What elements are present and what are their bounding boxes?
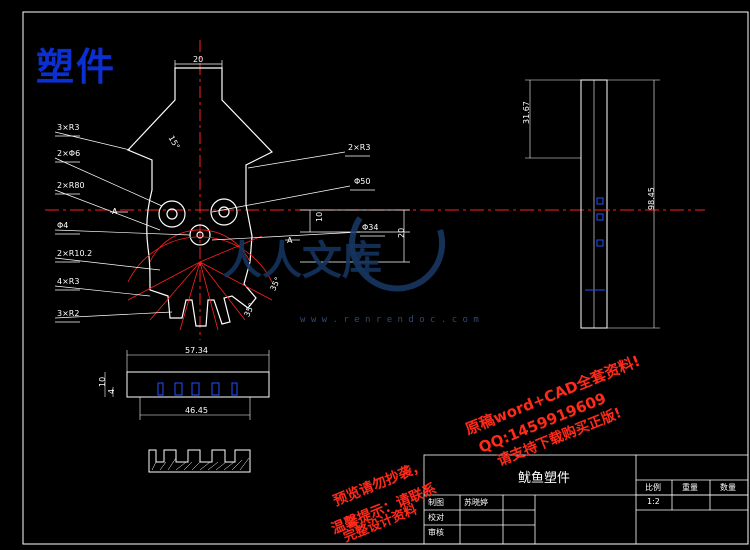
drawing-title: 塑件	[36, 44, 117, 89]
dim-width-57: 57.34	[185, 346, 208, 355]
callout-2xr80: 2×R80	[57, 181, 85, 190]
renrendoc-logo	[349, 216, 445, 292]
callout-d34: Φ34	[362, 223, 378, 232]
title-block-lines	[423, 454, 749, 545]
callout-4xr3: 4×R3	[57, 277, 79, 286]
reviewed-label: 审核	[428, 528, 444, 537]
dim-width-46: 46.45	[185, 406, 208, 415]
dim-side-gap: 10	[315, 212, 324, 222]
dim-side-20: 20	[397, 228, 406, 238]
dim-side-total: 98.45	[647, 187, 656, 210]
watermark-logo-text: 人人文库	[222, 237, 382, 284]
section-view-blue-marks	[157, 382, 238, 396]
side-view-blue-marks	[585, 197, 610, 291]
side-view	[525, 79, 660, 329]
dim-side-top: 31.67	[522, 101, 531, 124]
callout-d4: Φ4	[57, 221, 68, 230]
callout-2xr3: 2×R3	[348, 143, 370, 152]
callout-2xd6: 2×Φ6	[57, 149, 80, 158]
callout-3xr3: 3×R3	[57, 123, 79, 132]
quantity-label: 数量	[720, 483, 736, 492]
watermark-url: w w w . r e n r e n d o c . c o m	[300, 315, 479, 325]
hatched-section	[148, 449, 251, 473]
callout-3xr2: 3×R2	[57, 309, 79, 318]
dim-thk-10: 10	[98, 377, 107, 387]
callout-2xr10-2: 2×R10.2	[57, 249, 92, 258]
section-marker-a2: A	[287, 236, 293, 245]
leader-lines	[54, 131, 385, 323]
section-marker-a1: A	[112, 207, 118, 216]
drawn-label: 制图	[428, 498, 444, 507]
construction-arcs	[127, 229, 273, 331]
dim-top-width: 20	[193, 55, 203, 64]
dim-thk-4: 4	[107, 389, 116, 394]
drawn-by: 苏晓婷	[464, 498, 488, 507]
callout-d50: Φ50	[354, 177, 370, 186]
scale-value: 1:2	[647, 497, 660, 506]
drawing-frame	[22, 11, 749, 545]
dim-angle-small: 15°	[167, 134, 182, 151]
scale-label: 比例	[645, 483, 661, 492]
part-name: 鱿鱼塑件	[518, 471, 571, 486]
squid-part-outline	[126, 67, 273, 327]
dim-angle-top: 35°	[242, 302, 256, 319]
weight-label: 重量	[682, 483, 698, 492]
checked-label: 校对	[428, 513, 444, 522]
section-view	[104, 350, 270, 420]
